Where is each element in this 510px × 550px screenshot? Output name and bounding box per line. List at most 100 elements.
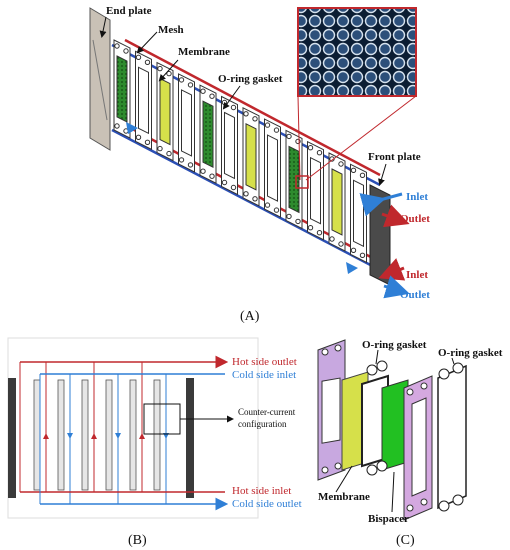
label-outlet-bottom: Outlet (400, 289, 430, 301)
countercurrent-box (143, 403, 181, 435)
right-frame (403, 375, 433, 521)
port-hole (286, 133, 292, 140)
port-hole (286, 213, 292, 220)
port-hole (264, 122, 271, 128)
panel-a: End plate Mesh Membrane O-ring gasket Fr… (89, 5, 430, 324)
port-hole (316, 230, 323, 236)
label-oring-left: O-ring gasket (362, 339, 427, 351)
stack-sheet (288, 145, 300, 214)
port-hole (252, 196, 258, 202)
stack-sheet (116, 55, 128, 123)
port-hole (243, 191, 249, 197)
label-bispacer: Bispacer (368, 513, 409, 525)
port-hole (166, 150, 172, 157)
port-hole (123, 48, 129, 54)
port-hole (178, 157, 185, 163)
panel-b: Hot side outlet Cold side inlet Hot side… (7, 337, 302, 548)
flow-arrow (115, 433, 121, 439)
label-mesh: Mesh (158, 24, 184, 36)
port-hole (178, 77, 185, 83)
plate-stack (113, 39, 367, 264)
caption-a: (A) (240, 309, 260, 324)
port-hole (144, 139, 151, 146)
panel-c: O-ring gasket O-ring gasket Membrane Bis… (317, 339, 503, 548)
port-hole (157, 65, 163, 72)
port-hole (273, 127, 280, 133)
label-inlet-top: Inlet (406, 191, 428, 203)
cell-plate (105, 379, 113, 491)
port-hole (243, 111, 249, 117)
label-countercurrent-1: Counter-current (238, 407, 296, 417)
stack-sheet (245, 122, 257, 191)
port-hole (350, 167, 357, 174)
port-hole (252, 116, 258, 122)
port-hole (114, 123, 120, 129)
port-hole (187, 82, 194, 88)
label-membrane-c: Membrane (318, 491, 370, 503)
port-hole (209, 93, 215, 99)
label-membrane: Membrane (178, 46, 230, 58)
label-end-plate: End plate (106, 5, 152, 17)
stack-sheet (267, 134, 278, 202)
caption-b: (B) (128, 533, 147, 548)
stack-sheet (202, 100, 214, 169)
port-hole (221, 99, 228, 106)
label-cold-inlet: Cold side inlet (232, 369, 296, 381)
label-countercurrent-2: configuration (238, 419, 287, 429)
left-frame (317, 339, 346, 481)
stack-sheet (331, 168, 343, 236)
flow-arrow (139, 433, 145, 439)
label-oring-right: O-ring gasket (438, 347, 503, 359)
port-hole (273, 207, 280, 213)
stack-sheet (138, 66, 149, 135)
port-hole (359, 172, 366, 179)
port-hole (114, 43, 120, 49)
stack-sheet (353, 179, 364, 248)
port-hole (221, 179, 228, 186)
label-oring-gasket: O-ring gasket (218, 73, 283, 85)
label-outlet-top: Outlet (400, 213, 430, 225)
port-hole (200, 168, 206, 174)
port-hole (350, 247, 357, 254)
cell-plate (81, 379, 89, 491)
stack-sheet (310, 156, 321, 225)
port-hole (338, 241, 344, 247)
caption-c: (C) (396, 533, 415, 548)
port-hole (359, 252, 366, 259)
mesh-zoom-inset (297, 7, 417, 97)
stack-sheet (181, 89, 192, 157)
port-hole (157, 145, 163, 152)
port-hole (329, 236, 335, 242)
label-hot-outlet: Hot side outlet (232, 356, 297, 368)
port-hole (307, 145, 314, 151)
cell-plate (153, 379, 161, 491)
cell-plate (33, 379, 41, 491)
cell-plate (129, 379, 137, 491)
label-cold-outlet: Cold side outlet (232, 498, 302, 510)
port-hole (295, 218, 301, 225)
stack-sheet (159, 77, 171, 146)
port-hole (209, 173, 215, 179)
port-hole (187, 162, 194, 168)
port-hole (200, 88, 206, 94)
port-hole (135, 54, 142, 60)
flow-arrow (67, 433, 73, 439)
port-hole (166, 70, 172, 77)
flow-arrow (43, 433, 49, 439)
right-end-plate (186, 378, 194, 498)
port-hole (338, 161, 344, 167)
stack-sheet (224, 111, 235, 180)
port-hole (307, 225, 314, 231)
flow-arrow (91, 433, 97, 439)
label-inlet-bottom: Inlet (406, 269, 428, 281)
outline-gasket (437, 364, 467, 510)
port-hole (135, 134, 142, 141)
cell-plates (33, 362, 169, 504)
left-end-plate (8, 378, 16, 498)
port-hole (264, 202, 271, 208)
label-hot-inlet: Hot side inlet (232, 485, 291, 497)
port-hole (230, 104, 237, 111)
cell-plate (57, 379, 65, 491)
